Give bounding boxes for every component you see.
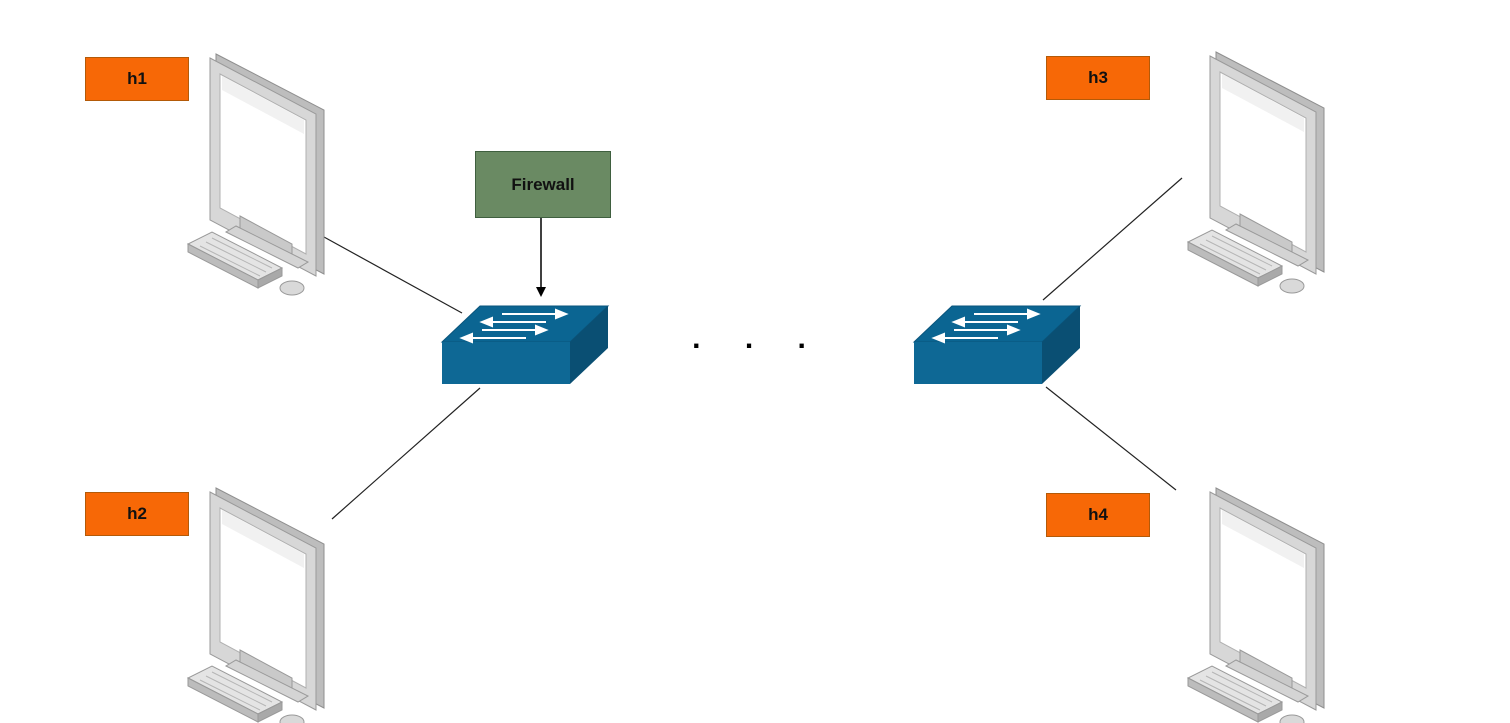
link-h1-switch1 <box>323 236 463 314</box>
link-h3-switch2 <box>1042 177 1183 301</box>
link-h4-switch2 <box>1045 386 1177 491</box>
host-label-h2: h2 <box>85 492 189 536</box>
host-label-h4: h4 <box>1046 493 1150 537</box>
switch-2-icon <box>913 305 1081 385</box>
h1-computer-icon <box>187 53 325 296</box>
firewall-box: Firewall <box>475 151 611 218</box>
h3-computer-icon <box>1187 51 1325 294</box>
host-label-h3: h3 <box>1046 56 1150 100</box>
ellipsis-text: . . . <box>692 322 824 355</box>
link-h2-switch1 <box>331 387 481 520</box>
switch-1-icon <box>441 305 609 385</box>
h4-computer-icon <box>1187 487 1325 723</box>
host-label-h1: h1 <box>85 57 189 101</box>
h2-computer-icon <box>187 487 325 723</box>
